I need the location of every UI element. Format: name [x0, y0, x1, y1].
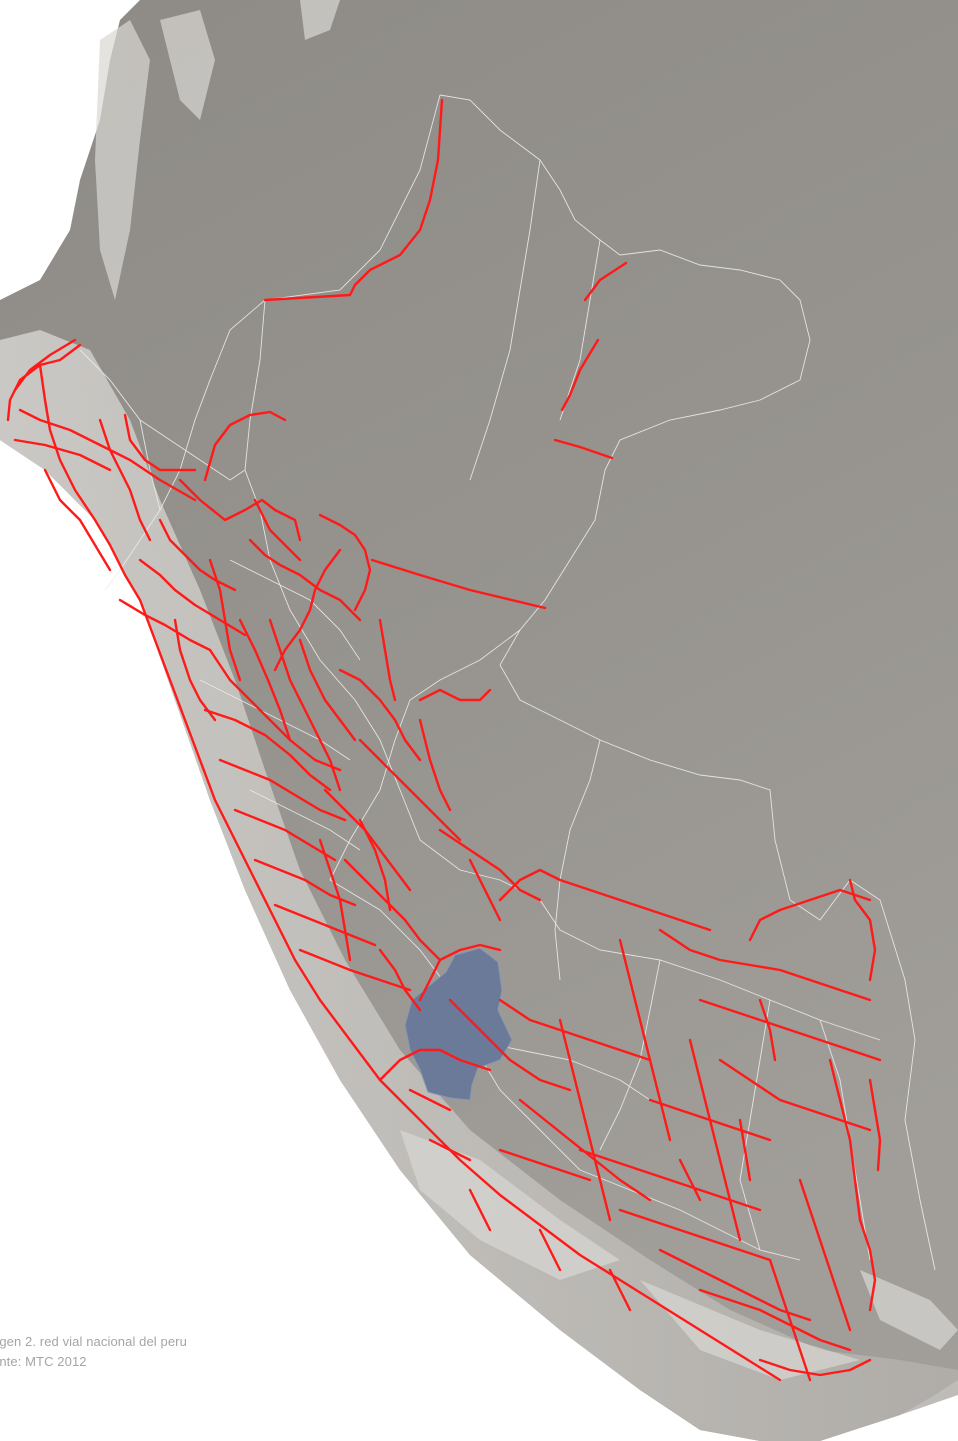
department-boundary [79, 94, 936, 1271]
caption-title: agen 2. red vial nacional del peru [0, 1334, 187, 1349]
road-line [6, 98, 882, 1382]
terrain-highlights [95, 0, 958, 1380]
map-caption: agen 2. red vial nacional del peru ente:… [0, 1332, 187, 1372]
caption-source: ente: MTC 2012 [0, 1354, 87, 1369]
